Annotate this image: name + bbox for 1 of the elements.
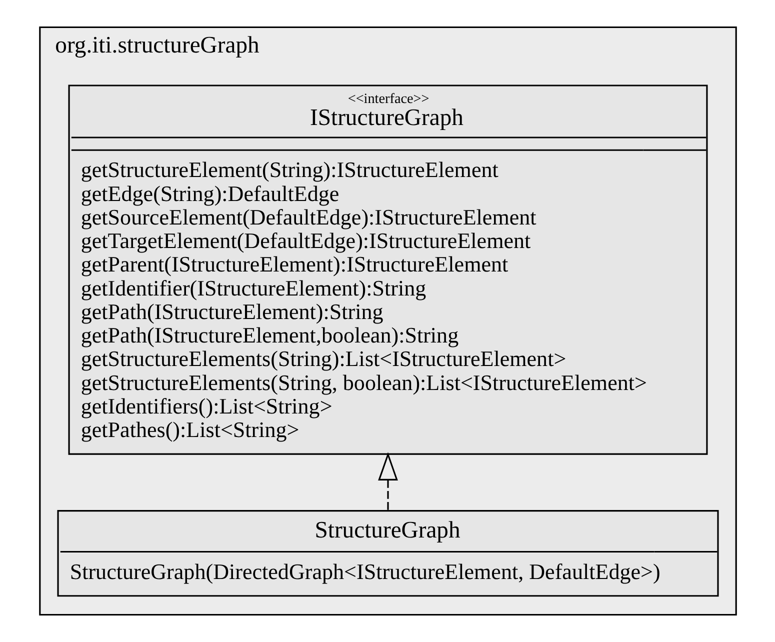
arrow	[378, 452, 398, 511]
